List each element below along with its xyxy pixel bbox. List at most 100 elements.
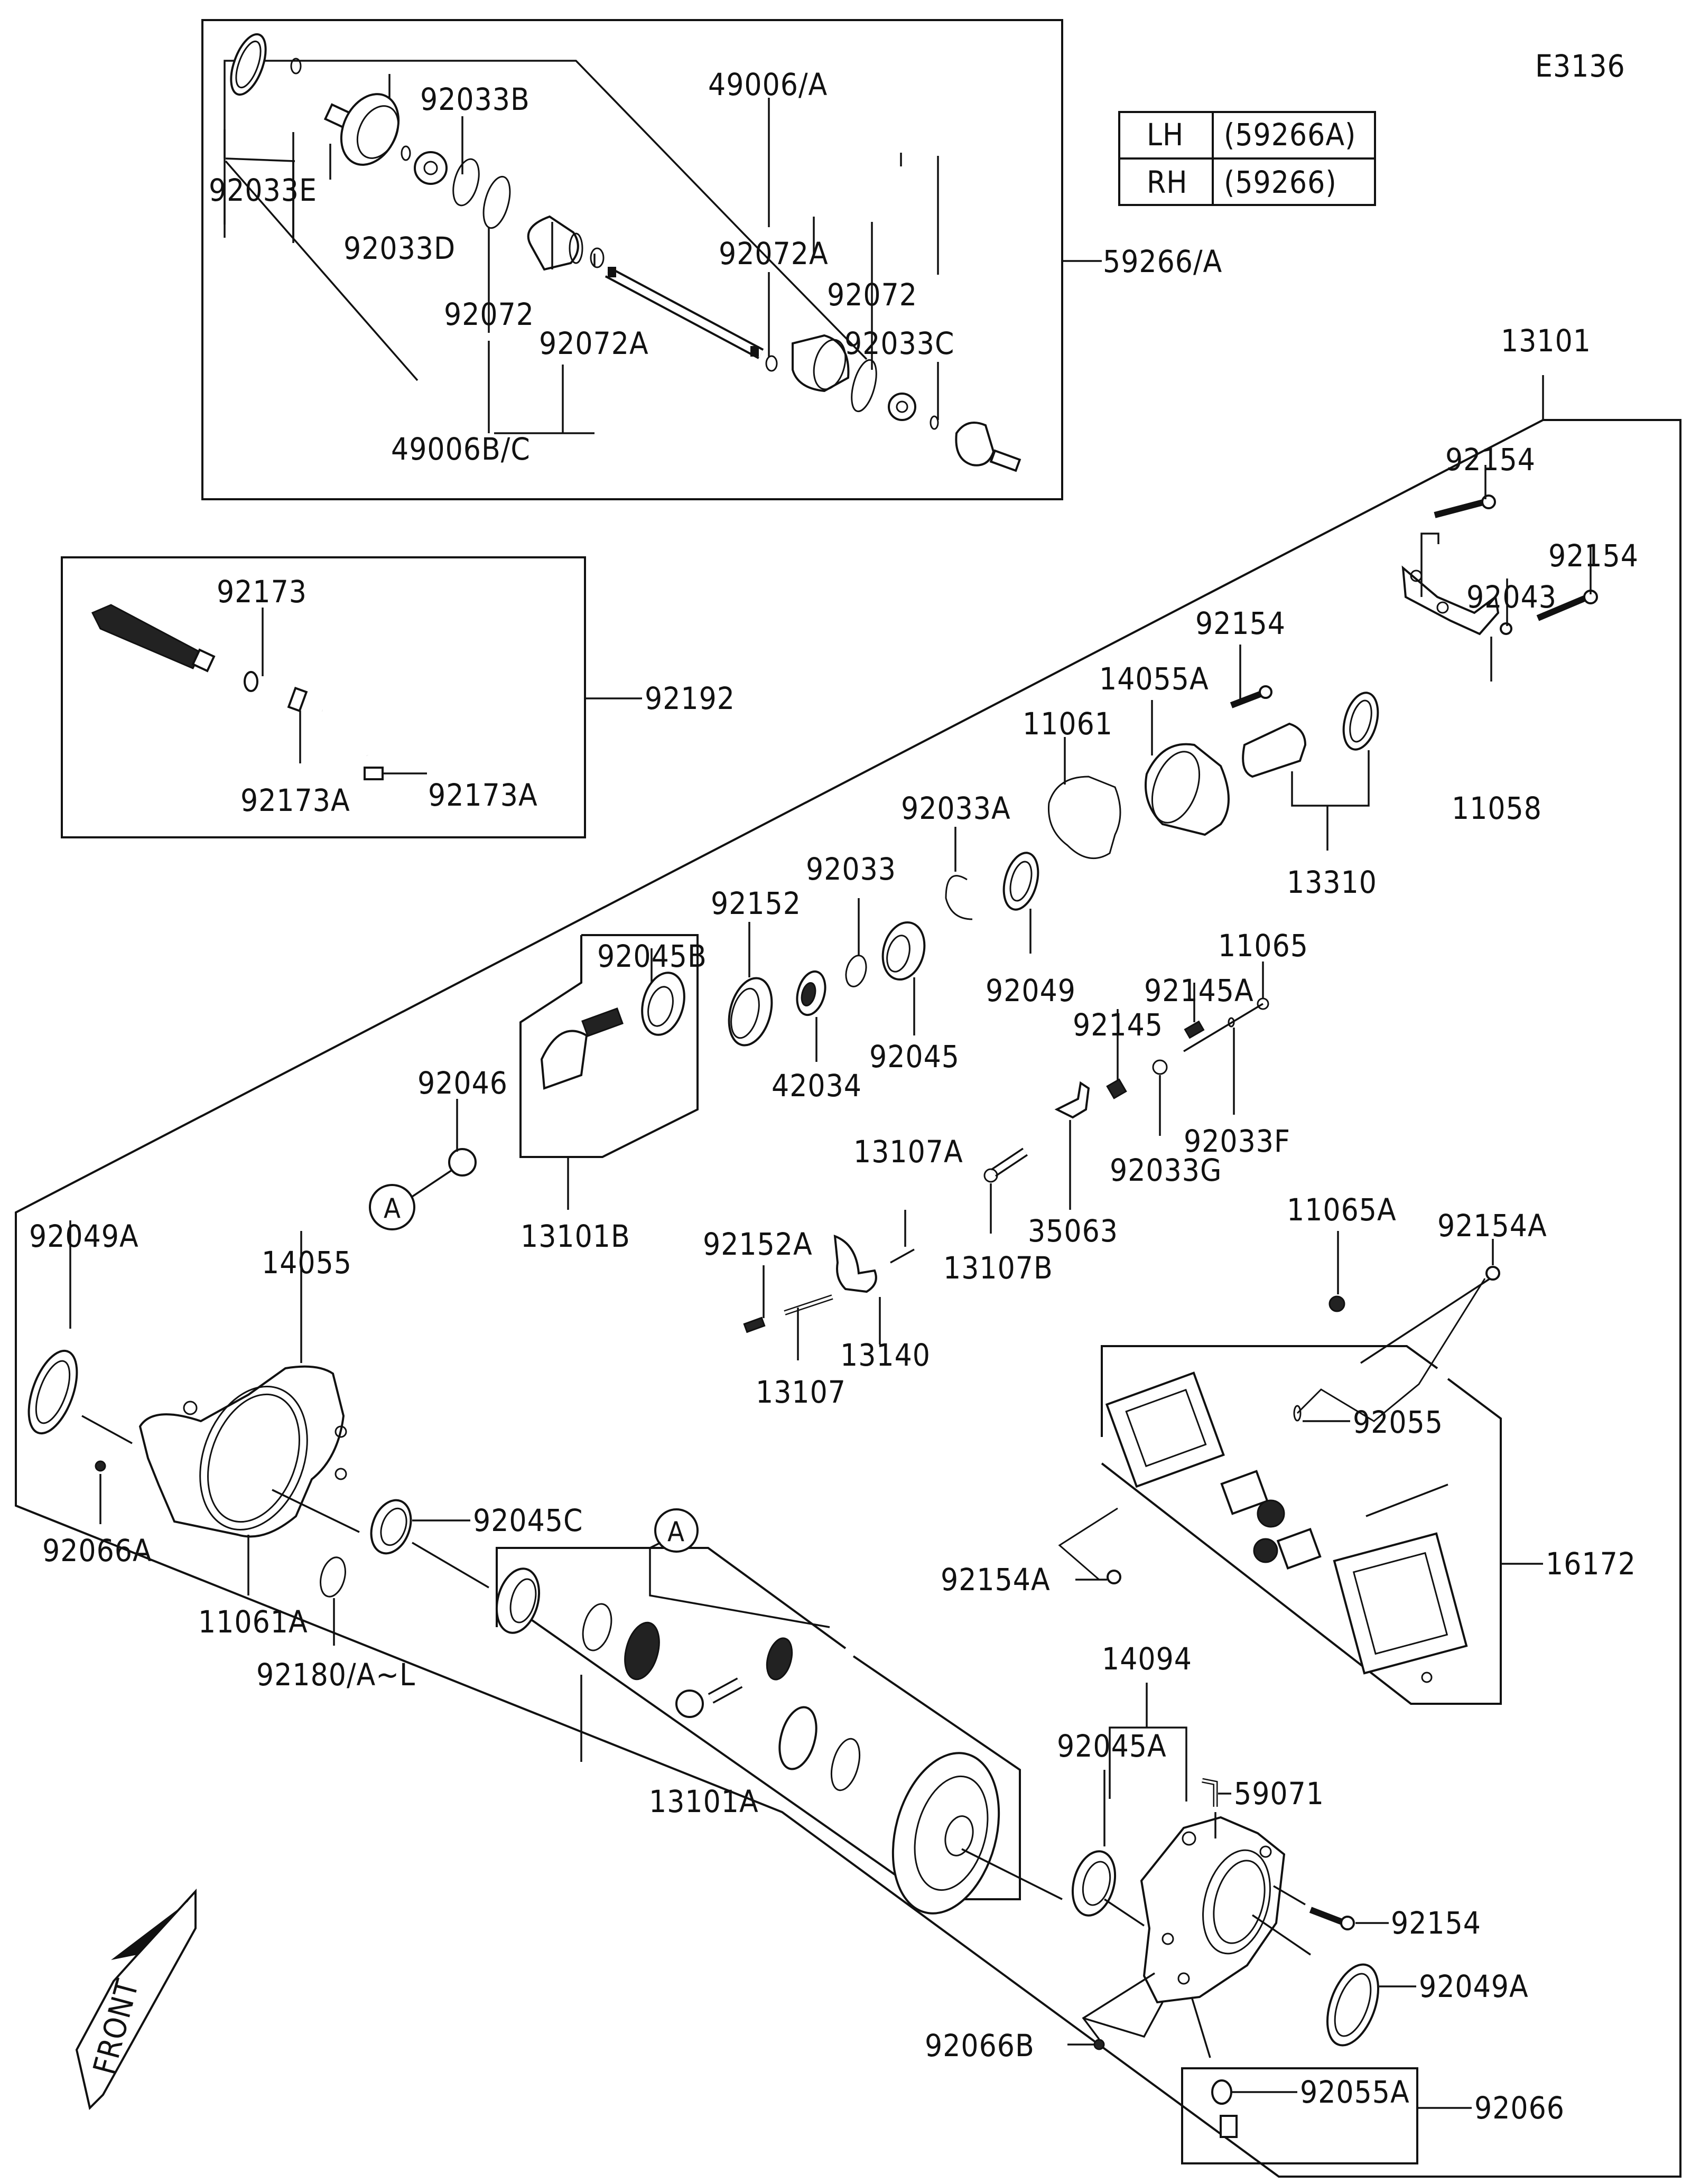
cv-joint-inner (323, 93, 400, 166)
label-92033D[interactable]: 92033D (343, 230, 456, 266)
label-13107A[interactable]: 13107A (853, 1134, 963, 1170)
shift-lever-35063 (1054, 1081, 1090, 1119)
bearing-92045A (1071, 1850, 1117, 1917)
shim-92180 (320, 1556, 346, 1598)
label-92072A-inner[interactable]: 92072A (539, 325, 649, 361)
label-92033E[interactable]: 92033E (209, 172, 317, 208)
label-13140[interactable]: 13140 (840, 1337, 931, 1373)
label-11061A[interactable]: 11061A (198, 1604, 308, 1640)
bracket-11058 (1401, 565, 1500, 636)
label-13101A[interactable]: 13101A (649, 1784, 759, 1819)
label-13107[interactable]: 13107 (756, 1374, 846, 1410)
label-92145A[interactable]: 92145A (1144, 973, 1254, 1009)
label-92045B[interactable]: 92045B (597, 938, 707, 974)
boot-outer (792, 334, 850, 393)
label-11061[interactable]: 11061 (1023, 706, 1113, 742)
label-11058[interactable]: 11058 (1452, 790, 1542, 826)
label-35063[interactable]: 35063 (1028, 1213, 1118, 1249)
label-92045C[interactable]: 92045C (473, 1502, 583, 1538)
label-92154-top[interactable]: 92154 (1445, 442, 1536, 478)
label-92072A-outer[interactable]: 92072A (719, 236, 829, 272)
label-92145[interactable]: 92145 (1073, 1007, 1163, 1043)
axle-shaft (605, 267, 764, 359)
label-92046[interactable]: 92046 (417, 1065, 508, 1101)
label-14055A[interactable]: 14055A (1099, 661, 1209, 697)
label-92180[interactable]: 92180/A~L (256, 1657, 415, 1693)
label-11065A[interactable]: 11065A (1287, 1192, 1397, 1228)
label-92049A-left[interactable]: 92049A (29, 1218, 139, 1254)
oil-seal-92049A-right (1326, 1963, 1380, 2047)
label-92173A-right[interactable]: 92173A (428, 777, 538, 813)
label-92154A-top[interactable]: 92154A (1437, 1208, 1547, 1244)
needle-bearing-92046 (448, 1148, 477, 1177)
label-92043[interactable]: 92043 (1466, 579, 1557, 615)
oil-seal-92049 (1002, 852, 1039, 911)
side-table: LH (59266A) RH (59266) (1118, 111, 1376, 206)
label-92033B[interactable]: 92033B (420, 81, 530, 117)
label-13101B[interactable]: 13101B (521, 1218, 630, 1254)
label-92033A[interactable]: 92033A (901, 790, 1011, 826)
label-92045[interactable]: 92045 (869, 1039, 960, 1075)
reference-a-top: A (384, 1193, 401, 1225)
needle-bearing-92152 (728, 977, 773, 1047)
label-11065[interactable]: 11065 (1218, 928, 1308, 964)
label-92154-housing[interactable]: 92154 (1195, 605, 1286, 641)
label-92033C[interactable]: 92033C (844, 325, 954, 361)
label-92055[interactable]: 92055 (1353, 1404, 1443, 1440)
label-92154-right[interactable]: 92154 (1548, 538, 1639, 574)
bolt-92154A-top (1360, 1266, 1500, 1364)
label-49006A[interactable]: 49006/A (708, 67, 828, 102)
shift-fork-13140 (833, 1234, 877, 1293)
label-13107B[interactable]: 13107B (943, 1250, 1053, 1286)
label-92055A[interactable]: 92055A (1300, 2074, 1410, 2110)
plug-kit-92066 (1181, 1996, 1418, 2164)
label-14055[interactable]: 14055 (262, 1245, 352, 1281)
label-92033F[interactable]: 92033F (1184, 1123, 1290, 1159)
label-92066[interactable]: 92066 (1474, 2090, 1565, 2126)
bolt-92154-housing (1230, 685, 1272, 708)
label-16172[interactable]: 16172 (1546, 1546, 1636, 1582)
label-92045A[interactable]: 92045A (1057, 1728, 1167, 1764)
label-92173A-left[interactable]: 92173A (240, 782, 350, 818)
label-59266A[interactable]: 59266/A (1103, 244, 1222, 279)
label-92173[interactable]: 92173 (217, 574, 307, 610)
label-92192[interactable]: 92192 (645, 680, 735, 716)
circlip-92033A (945, 875, 973, 920)
label-42034[interactable]: 42034 (772, 1068, 862, 1104)
boot-kit-group: 92192 92173 92173A 92173A (61, 556, 735, 838)
gasket-11061 (1047, 776, 1121, 860)
table-side-lh: LH (1147, 117, 1184, 153)
shift-housing-14055A (1145, 743, 1230, 836)
label-92049[interactable]: 92049 (986, 973, 1076, 1009)
label-13101[interactable]: 13101 (1501, 323, 1591, 359)
table-part-lh: (59266A) (1224, 117, 1356, 153)
label-14094[interactable]: 14094 (1102, 1641, 1192, 1677)
label-13310[interactable]: 13310 (1287, 864, 1377, 900)
reference-a-bottom-text: A (667, 1516, 684, 1548)
spring-92145 (1106, 1078, 1127, 1099)
label-92033[interactable]: 92033 (806, 851, 896, 887)
label-92033G[interactable]: 92033G (1110, 1152, 1222, 1188)
drain-plug-92066A (95, 1460, 106, 1472)
label-59071[interactable]: 59071 (1234, 1776, 1324, 1812)
drive-shaft-frame (201, 19, 1063, 500)
differential-set-13101A (495, 1547, 1021, 1915)
label-92066A[interactable]: 92066A (42, 1533, 152, 1569)
reference-marker-a-top (369, 1184, 415, 1230)
oil-seal-92049A-left (27, 1349, 78, 1435)
pinion-set-13101B (519, 934, 699, 1210)
label-92154-cover[interactable]: 92154 (1391, 1905, 1481, 1941)
label-92066B[interactable]: 92066B (925, 2028, 1035, 2064)
label-49006BC[interactable]: 49006B/C (391, 431, 531, 467)
gear-case-frame (15, 419, 1681, 2178)
drain-bolt-92066B (1093, 2039, 1105, 2050)
gear-case-housing-14055 (138, 1365, 347, 1538)
boot-kit-frame (61, 556, 586, 838)
label-92049A-right[interactable]: 92049A (1419, 1968, 1529, 2004)
label-92152A[interactable]: 92152A (703, 1226, 813, 1262)
circlip-92033 (845, 955, 867, 987)
label-92152[interactable]: 92152 (711, 885, 801, 921)
label-92154A-lower[interactable]: 92154A (941, 1562, 1051, 1598)
bolt-92154-cover (1309, 1907, 1355, 1930)
